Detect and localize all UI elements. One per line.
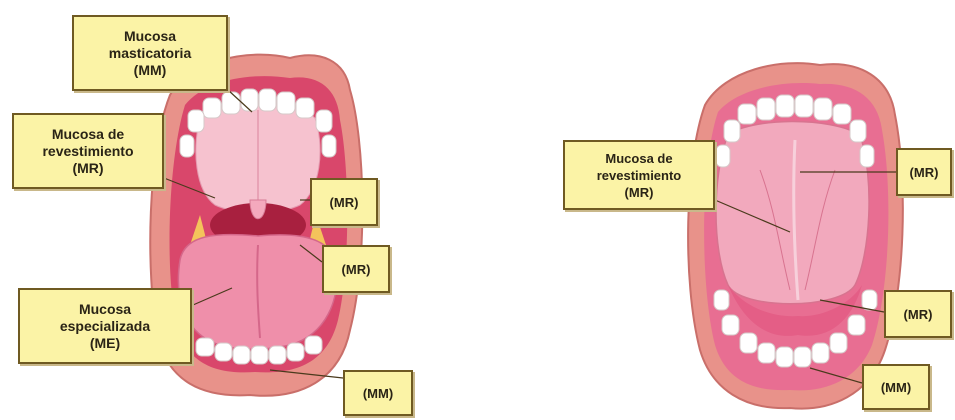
label-mr-upper-left: (MR) <box>310 178 378 226</box>
label-line: (MR) <box>342 261 371 278</box>
label-line: (MR) <box>625 184 654 201</box>
label-line: (MM) <box>881 379 911 396</box>
label-line: Mucosa <box>124 28 176 45</box>
label-mm-bottom-left: (MM) <box>343 370 413 416</box>
label-line: revestimiento <box>597 167 682 184</box>
label-line: (MM) <box>363 385 393 402</box>
label-mr-lower-left: (MR) <box>322 245 390 293</box>
label-line: (MR) <box>904 306 933 323</box>
label-line: (MM) <box>134 62 167 79</box>
label-mr-top-right: (MR) <box>896 148 952 196</box>
label-line: (ME) <box>90 335 120 352</box>
label-mr-middle-right: (MR) <box>884 290 952 338</box>
label-line: (MR) <box>910 164 939 181</box>
label-line: (MR) <box>330 194 359 211</box>
label-mucosa-revestimiento-left: Mucosa de revestimiento (MR) <box>12 113 164 189</box>
label-mm-bottom-right: (MM) <box>862 364 930 410</box>
label-mucosa-masticatoria: Mucosa masticatoria (MM) <box>72 15 228 91</box>
label-line: (MR) <box>72 160 103 177</box>
label-line: Mucosa de <box>52 126 124 143</box>
label-line: revestimiento <box>42 143 133 160</box>
label-line: Mucosa de <box>605 150 672 167</box>
label-mucosa-especializada: Mucosa especializada (ME) <box>18 288 192 364</box>
label-mucosa-revestimiento-right: Mucosa de revestimiento (MR) <box>563 140 715 210</box>
label-line: especializada <box>60 318 150 335</box>
label-line: Mucosa <box>79 301 131 318</box>
label-line: masticatoria <box>109 45 191 62</box>
